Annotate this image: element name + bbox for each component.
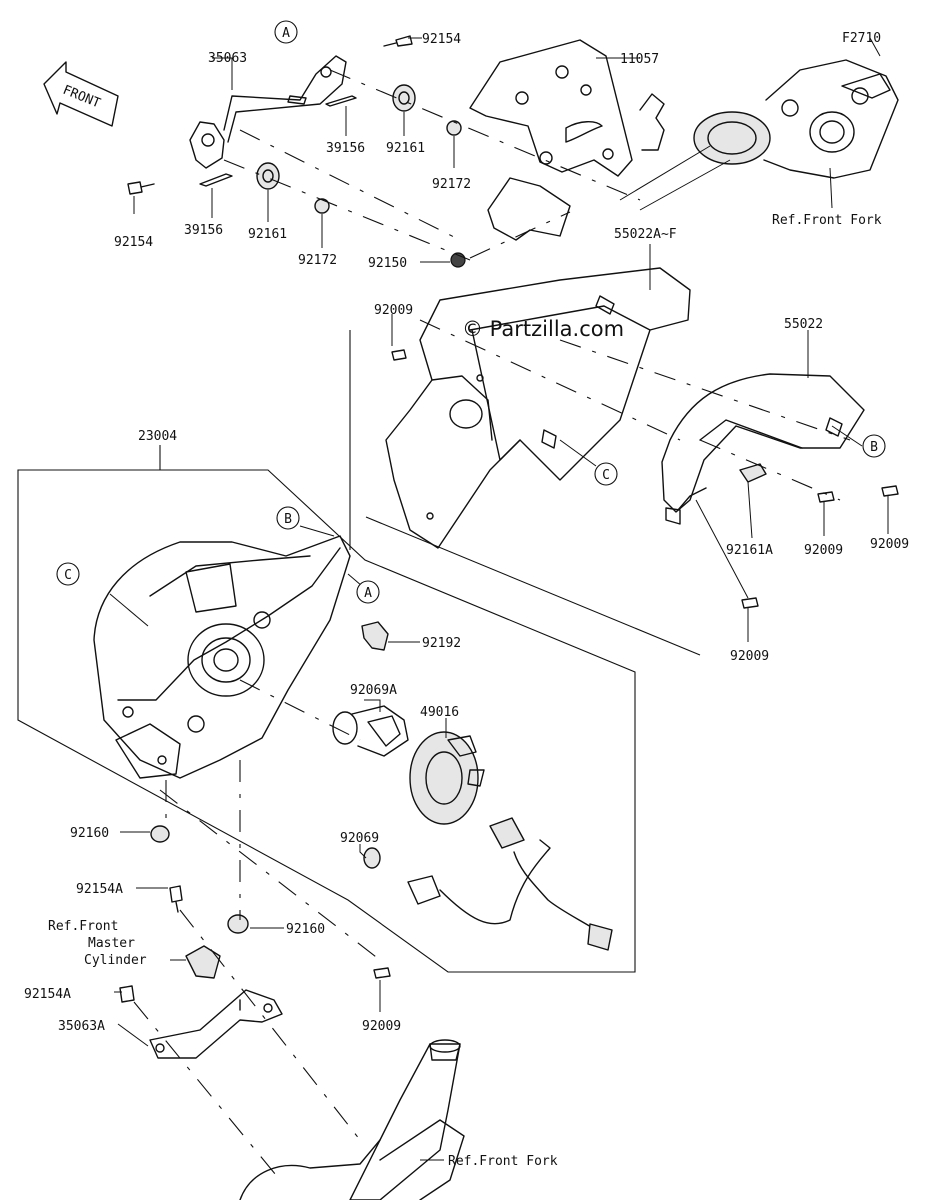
callout-A-top: A (274, 20, 298, 44)
wire-harness-drawing (407, 817, 613, 951)
callout-B-headlight: B (276, 506, 300, 530)
cowling-55022-drawing (661, 373, 865, 525)
svg-text:A: A (364, 586, 372, 601)
label-11057: 11057 (620, 52, 659, 67)
bracket-35063A-drawing (149, 945, 283, 1059)
assembly-frames (17, 330, 701, 973)
label-35063A: 35063A (58, 1019, 105, 1034)
label-92154A-b: 92154A (24, 987, 71, 1002)
label-49016: 49016 (420, 705, 459, 720)
bracket-11057-drawing (469, 39, 665, 241)
pad-92161A (739, 463, 767, 483)
ref-master-cylinder-line1: Ref.Front (48, 919, 118, 934)
bolt-92154-top (383, 35, 413, 47)
svg-text:B: B (284, 512, 292, 527)
label-92161A: 92161A (726, 543, 773, 558)
label-92160-b: 92160 (286, 922, 325, 937)
bolt-92154A-b (119, 985, 135, 1003)
front-arrow-label: FRONT (61, 83, 103, 112)
ref-front-fork-top: Ref.Front Fork (772, 213, 882, 228)
bolt-92154-left (127, 181, 155, 195)
callout-C-headlight: C (56, 562, 80, 586)
screw-92009-a (391, 349, 407, 361)
screw-92009-b (817, 491, 835, 503)
bracket-35063-drawing (189, 55, 357, 187)
watermark: © Partzilla.com (462, 317, 624, 341)
dust-cover-49016 (409, 731, 485, 825)
screw-92009-e (373, 967, 391, 979)
part-number-labels: F2710 © Partzilla.com 35063 92154 11057 … (24, 31, 909, 1169)
upper-fork-clamp-drawing (619, 59, 899, 211)
grommet-92161-a (392, 84, 416, 112)
svg-text:B: B (870, 440, 878, 455)
label-92009-e: 92009 (362, 1019, 401, 1034)
grommet-92161-b (256, 162, 280, 190)
headlight-23004-drawing (93, 535, 351, 779)
label-92161-a: 92161 (386, 141, 425, 156)
collar-92172-a (446, 120, 462, 136)
label-39156-b: 39156 (184, 223, 223, 238)
label-92161-b: 92161 (248, 227, 287, 242)
bolt-92154A-a (169, 885, 183, 913)
callout-A-headlight: A (356, 580, 380, 604)
label-39156-a: 39156 (326, 141, 365, 156)
label-92069A: 92069A (350, 683, 397, 698)
label-92172-b: 92172 (298, 253, 337, 268)
label-92154-left: 92154 (114, 235, 153, 250)
callout-B-cowl: B (862, 434, 886, 458)
screw-92009-c (881, 485, 899, 497)
bulb-92069A (332, 705, 409, 757)
label-92009-a: 92009 (374, 303, 413, 318)
label-92172-a: 92172 (432, 177, 471, 192)
label-35063: 35063 (208, 51, 247, 66)
grommet-92160-a (150, 825, 170, 843)
label-55022: 55022 (784, 317, 823, 332)
grommet-92160-b (227, 914, 249, 934)
svg-text:C: C (64, 568, 72, 583)
bulb-92069 (363, 847, 381, 869)
diagram-code: F2710 (842, 31, 881, 46)
label-92009-b: 92009 (804, 543, 843, 558)
label-55022AF: 55022A~F (614, 227, 677, 242)
label-23004: 23004 (138, 429, 177, 444)
front-direction-arrow: FRONT (43, 61, 119, 127)
cowling-55022AF-drawing (385, 267, 691, 549)
leader-lines (109, 37, 889, 1161)
clip-92192 (361, 621, 389, 651)
label-92192: 92192 (422, 636, 461, 651)
lower-fork-drawing (239, 1039, 465, 1200)
label-92069: 92069 (340, 831, 379, 846)
svg-text:C: C (602, 468, 610, 483)
ref-master-cylinder-line3: Cylinder (84, 953, 147, 968)
collar-92172-b (314, 198, 330, 214)
label-92160-a: 92160 (70, 826, 109, 841)
screw-92009-d (741, 597, 759, 609)
label-92009-c: 92009 (870, 537, 909, 552)
label-92009-d: 92009 (730, 649, 769, 664)
ref-front-fork-bottom: Ref.Front Fork (448, 1154, 558, 1169)
ref-master-cylinder-line2: Master (88, 936, 135, 951)
label-92154-top: 92154 (422, 32, 461, 47)
label-92150: 92150 (368, 256, 407, 271)
callout-C-cowl: C (594, 462, 618, 486)
svg-text:A: A (282, 26, 290, 41)
label-92154A-a: 92154A (76, 882, 123, 897)
center-lines (133, 69, 851, 1181)
